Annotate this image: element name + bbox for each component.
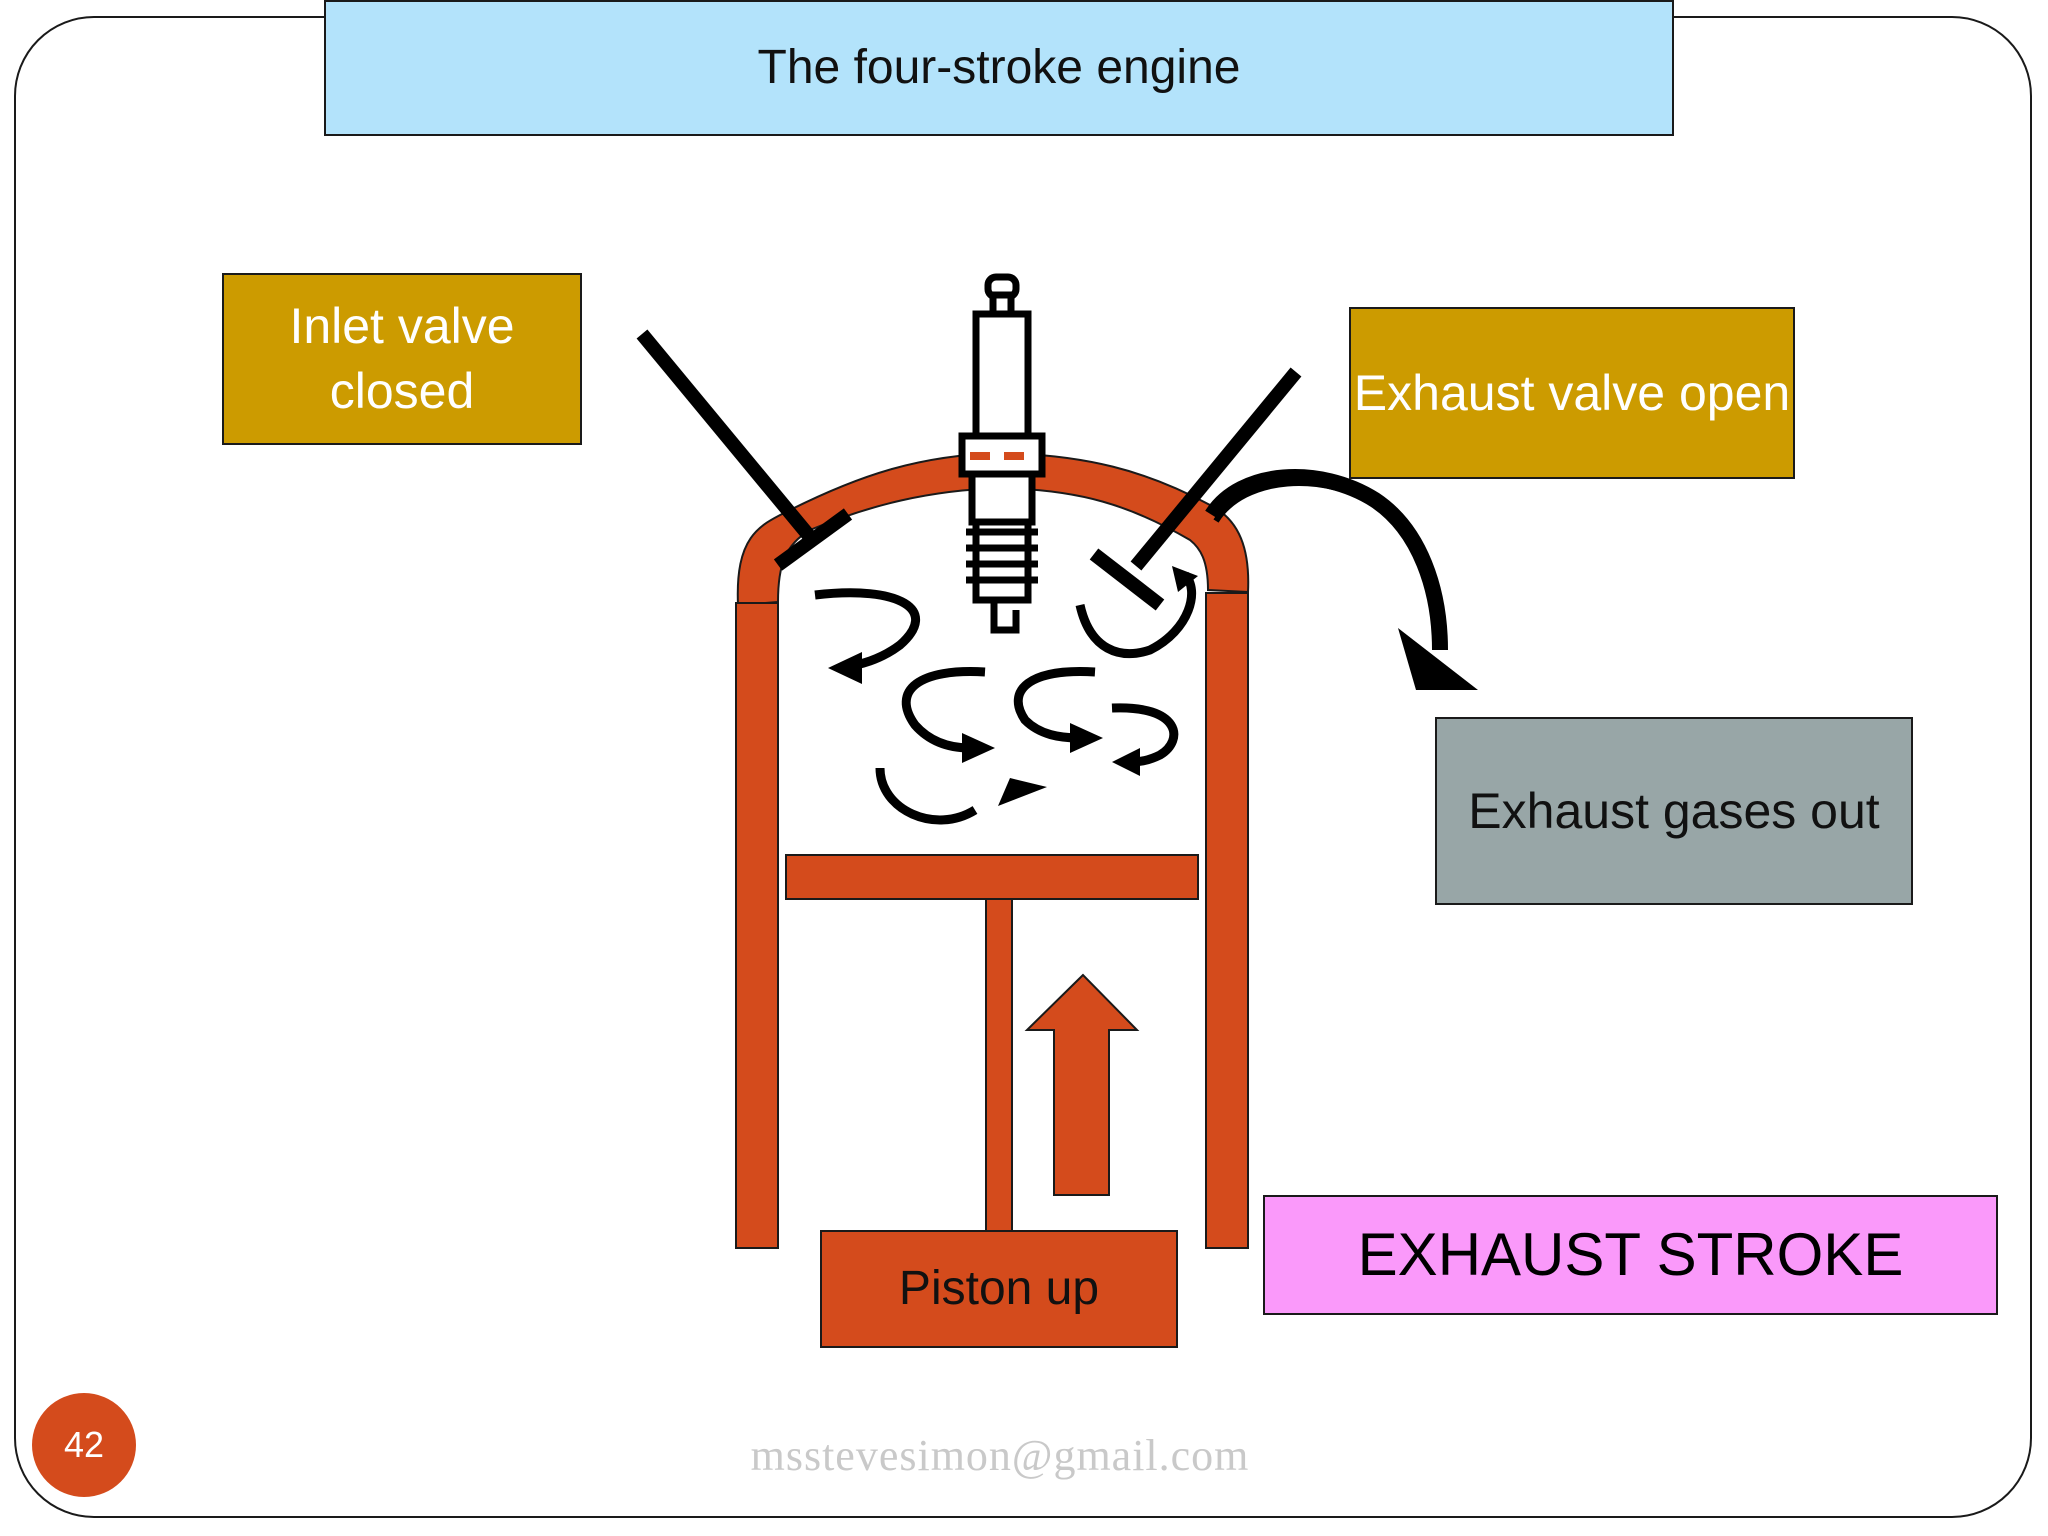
exhaust-flow-arrow-icon	[1205, 469, 1448, 651]
swirl-arrow-icon	[814, 571, 1197, 825]
footer-email: msstevesimon@gmail.com	[750, 1431, 1250, 1480]
exhaust-gases-label: Exhaust gases out	[1435, 717, 1913, 905]
spark-plug-icon	[958, 273, 1046, 634]
piston-label: Piston up	[820, 1230, 1178, 1348]
cylinder-wall-left	[735, 602, 779, 1249]
piston-head	[785, 854, 1199, 900]
spark-plug-band	[970, 452, 1024, 460]
slide-title: The four-stroke engine	[324, 0, 1674, 136]
exhaust-flow-arrowhead	[1398, 628, 1478, 690]
exhaust-valve	[1089, 367, 1302, 611]
cylinder-wall-right	[1205, 592, 1249, 1249]
cylinder-head	[736, 451, 1250, 607]
inlet-valve	[636, 329, 853, 571]
connecting-rod	[985, 898, 1013, 1232]
swirl-arrowheads	[828, 566, 1198, 806]
up-arrow-icon	[1024, 973, 1140, 1196]
exhaust-valve-label: Exhaust valve open	[1349, 307, 1795, 479]
inlet-valve-label: Inlet valve closed	[222, 273, 582, 445]
page-number-badge: 42	[32, 1393, 136, 1497]
stroke-label: EXHAUST STROKE	[1263, 1195, 1998, 1315]
